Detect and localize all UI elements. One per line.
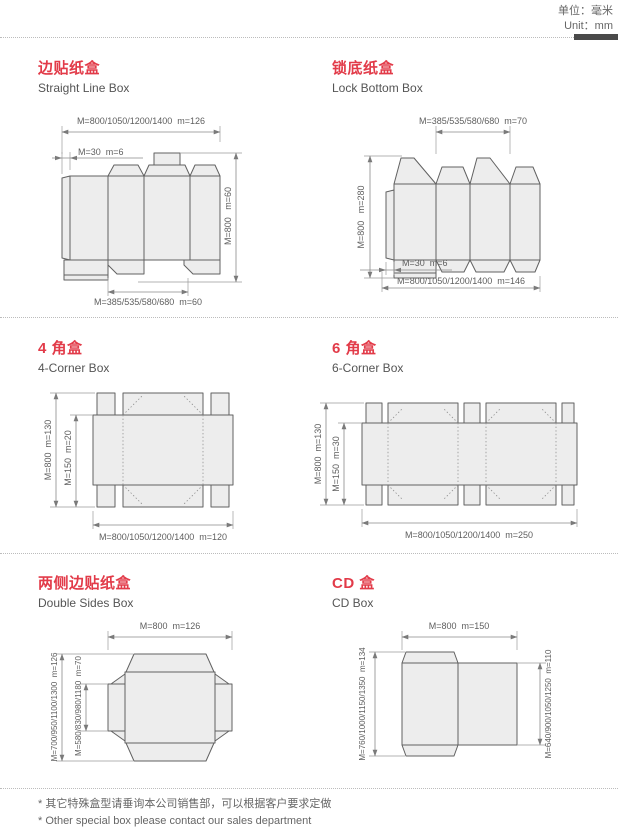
footnotes: * 其它特殊盒型请垂询本公司销售部，可以根据客户要求定做 * Other spe… bbox=[38, 796, 331, 830]
corner-accent-bar bbox=[574, 34, 618, 40]
dotted-divider bbox=[0, 553, 618, 554]
dimension-lines bbox=[369, 631, 546, 757]
section-4-corner-box: 4 角盒 4-Corner Box M=800 bbox=[38, 337, 318, 542]
unit-label: 单位：毫米 Unit：mm bbox=[558, 4, 613, 34]
section-title-en: 6-Corner Box bbox=[332, 361, 404, 375]
dim-label-right: M=640/900/1050/1250 m=110 bbox=[544, 649, 553, 758]
lock-bottom-box-diagram: M=385/535/580/680 m=70 M=800 m=280 M=30 … bbox=[356, 116, 541, 292]
section-double-sides-box: 两侧边贴纸盒 Double Sides Box M=800 m=126 M=70 bbox=[38, 572, 318, 762]
dotted-divider-top bbox=[0, 37, 618, 38]
dotted-divider bbox=[0, 317, 618, 318]
dim-label-top: M=800 m=150 bbox=[429, 621, 490, 631]
dim-label-left-inner: M=580/830/980/1180 m=70 bbox=[74, 655, 83, 755]
dim-label-right: M=800 m=60 bbox=[223, 187, 233, 245]
section-title-cn: 6 角盒 bbox=[332, 340, 377, 357]
footnote-cn: * 其它特殊盒型请垂询本公司销售部，可以根据客户要求定做 bbox=[38, 798, 332, 810]
section-title-en: CD Box bbox=[332, 596, 374, 610]
dim-label-left-outer: M=700/950/1100/1300 m=126 bbox=[50, 652, 59, 761]
dimension-lines bbox=[52, 126, 242, 296]
section-title-cn: CD 盒 bbox=[332, 575, 375, 592]
dim-label-left: M=800 m=280 bbox=[356, 185, 366, 248]
dim-label-bottom: M=800/1050/1200/1400 m=120 bbox=[99, 532, 227, 542]
dim-label-top: M=800/1050/1200/1400 m=126 bbox=[77, 116, 205, 126]
section-title-cn: 锁底纸盒 bbox=[332, 60, 395, 77]
six-corner-box-diagram: M=800 m=130 M=150 m=30 M=800/1050/1200/1… bbox=[313, 402, 578, 540]
dimension-lines bbox=[50, 392, 234, 529]
box-unfold-outline bbox=[385, 157, 541, 279]
section-title-en: Lock Bottom Box bbox=[332, 81, 423, 95]
section-title-cn: 4 角盒 bbox=[38, 340, 83, 357]
dim-label-left: M=760/1000/1150/1350 m=134 bbox=[358, 647, 367, 761]
section-title-cn: 两侧边贴纸盒 bbox=[38, 575, 132, 592]
box-unfold-outline bbox=[92, 392, 234, 508]
unit-label-en: Unit：mm bbox=[564, 19, 613, 32]
dimension-lines bbox=[320, 402, 578, 527]
unit-label-cn: 单位：毫米 bbox=[558, 5, 613, 17]
dim-label-glue: M=30 m=6 bbox=[402, 258, 448, 268]
section-lock-bottom-box: 锁底纸盒 Lock Bottom Box bbox=[332, 57, 612, 292]
dotted-divider-bottom bbox=[0, 788, 618, 789]
dim-label-left-inner: M=150 m=30 bbox=[331, 436, 341, 492]
section-straight-line-box: 边贴纸盒 Straight Line Box bbox=[38, 57, 318, 307]
dim-label-glue: M=30 m=6 bbox=[78, 147, 124, 157]
section-title-en: Straight Line Box bbox=[38, 81, 130, 95]
dim-label-bottom: M=800/1050/1200/1400 m=250 bbox=[405, 530, 533, 540]
box-unfold-outline bbox=[107, 653, 233, 762]
dim-label-left-outer: M=800 m=130 bbox=[313, 424, 323, 485]
dim-label-left-inner: M=150 m=20 bbox=[63, 430, 73, 486]
section-6-corner-box: 6 角盒 6-Corner Box bbox=[313, 337, 612, 540]
dim-label-top: M=385/535/580/680 m=70 bbox=[419, 116, 527, 126]
box-unfold-outline bbox=[61, 152, 221, 281]
cd-box-diagram: M=800 m=150 M=760/1000/1150/1350 m=134 M… bbox=[358, 621, 553, 761]
double-sides-box-diagram: M=800 m=126 M=700/950/1100/1300 m=126 M=… bbox=[50, 621, 233, 762]
straight-line-box-diagram: M=800/1050/1200/1400 m=126 M=30 m=6 M=80… bbox=[52, 116, 242, 307]
dim-label-top: M=800 m=126 bbox=[140, 621, 201, 631]
footnote-en: * Other special box please contact our s… bbox=[38, 815, 312, 828]
section-cd-box: CD 盒 CD Box M=800 m=150 M=760/1000/1150/… bbox=[332, 572, 612, 761]
box-unfold-outline bbox=[401, 651, 518, 757]
four-corner-box-diagram: M=800 m=130 M=150 m=20 M=800/1050/1200/1… bbox=[43, 392, 234, 542]
dim-label-bottom: M=800/1050/1200/1400 m=146 bbox=[397, 276, 525, 286]
section-title-en: Double Sides Box bbox=[38, 596, 134, 610]
box-unfold-outline bbox=[361, 402, 578, 506]
dimension-lines bbox=[56, 631, 233, 762]
dimension-lines bbox=[360, 126, 541, 292]
section-title-cn: 边贴纸盒 bbox=[38, 60, 101, 77]
dim-label-left-outer: M=800 m=130 bbox=[43, 420, 53, 481]
dim-label-bottom: M=385/535/580/680 m=60 bbox=[94, 297, 202, 307]
section-title-en: 4-Corner Box bbox=[38, 361, 110, 375]
